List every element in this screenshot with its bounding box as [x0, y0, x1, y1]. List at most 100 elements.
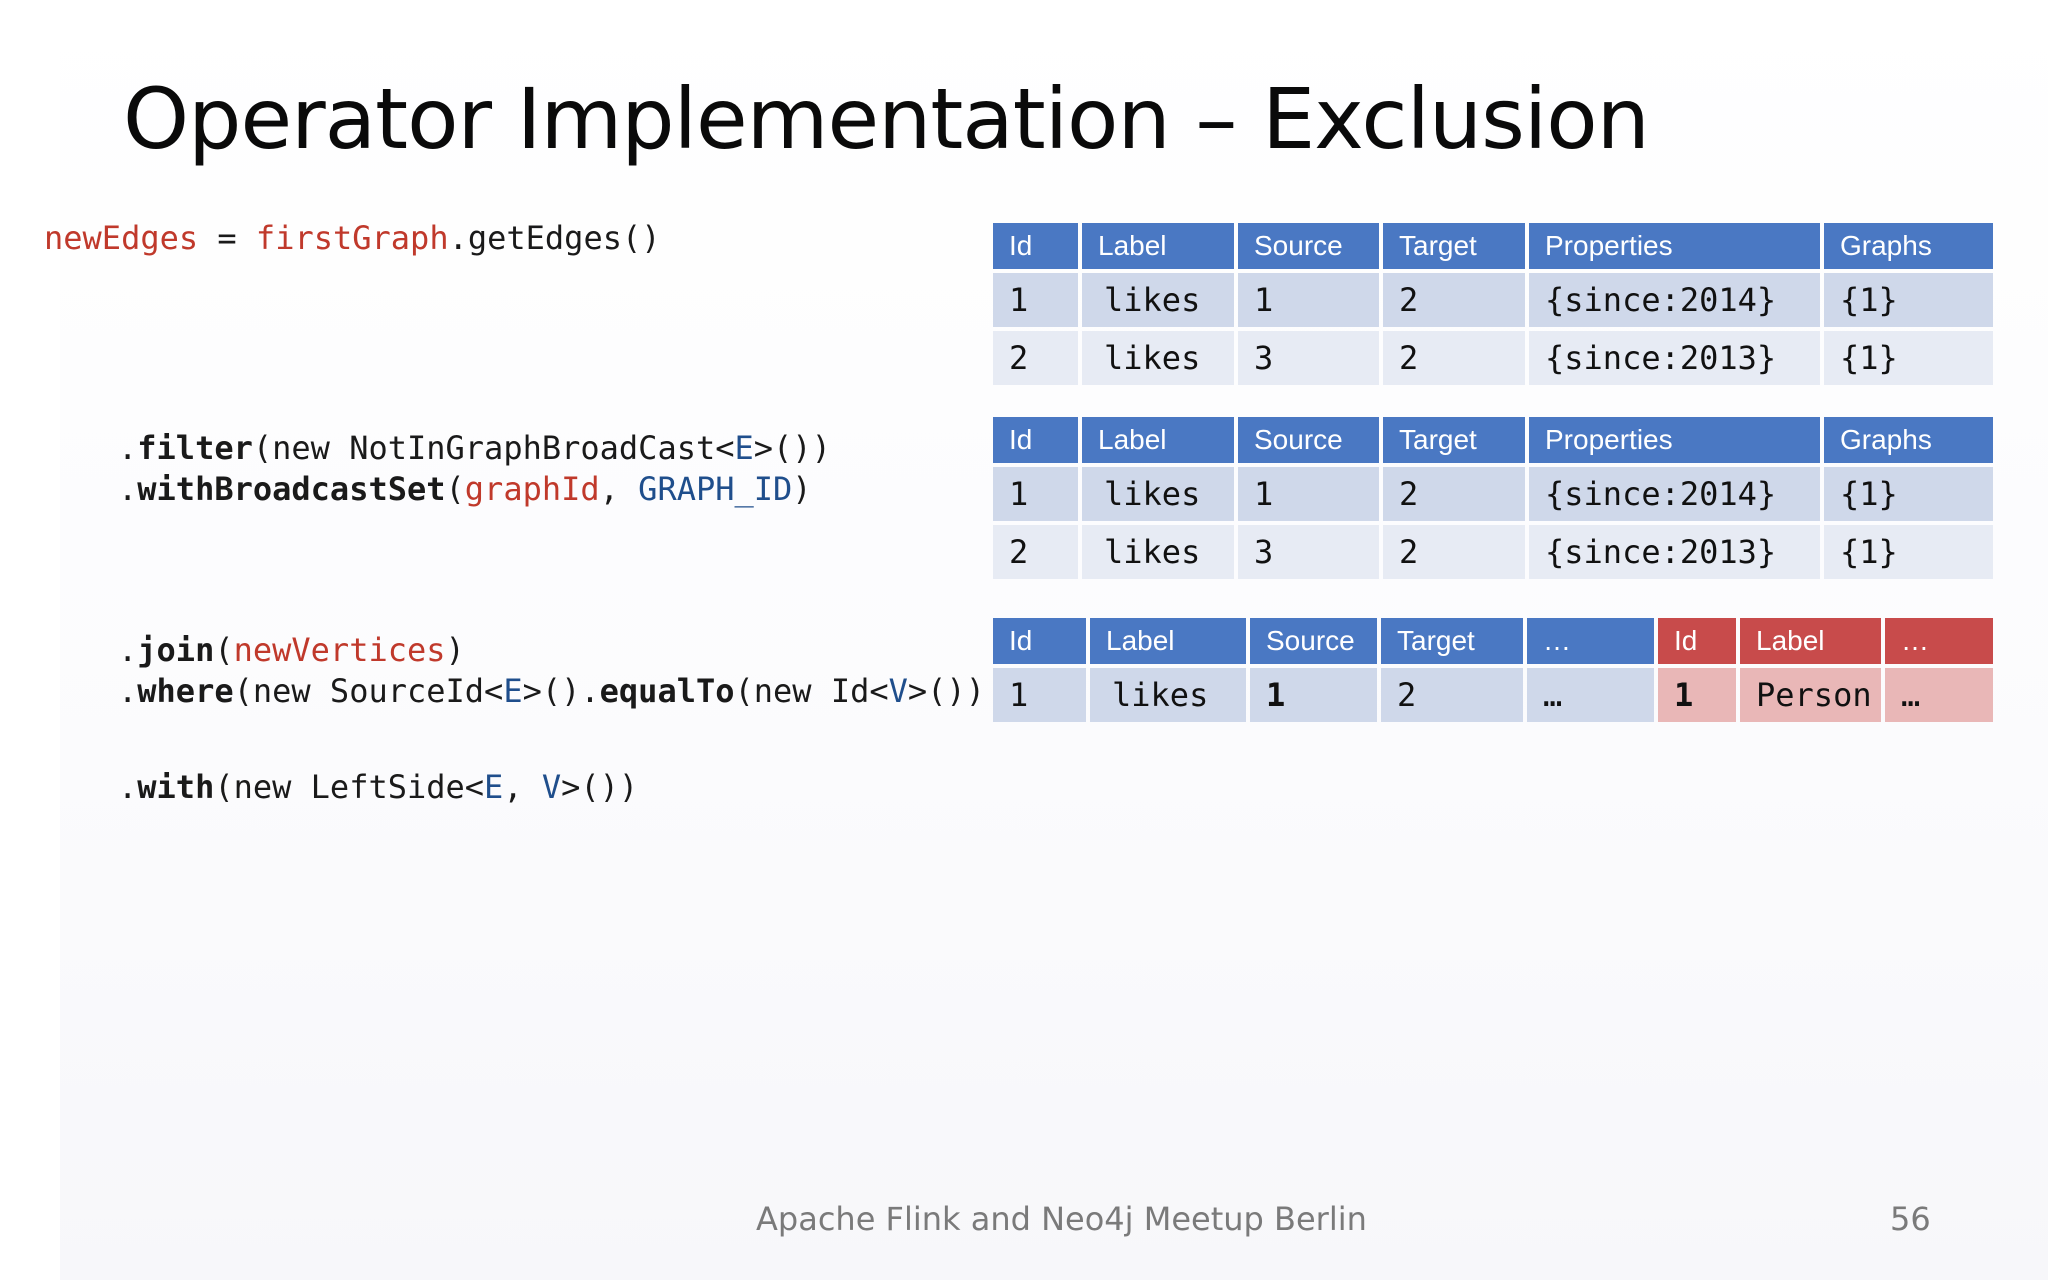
code-text: (new NotInGraphBroadCast<	[252, 429, 735, 467]
table-cell: {1}	[1824, 331, 1993, 385]
table-cell: 2	[1381, 668, 1523, 722]
table-cell: 1	[1238, 273, 1379, 327]
table-cell: likes	[1082, 525, 1234, 579]
code-text: (	[214, 631, 234, 669]
code-text: (new Id<	[734, 672, 889, 710]
table-row: 1 likes 1 2 {since:2014} {1}	[993, 467, 1993, 521]
code-arg-graph-id-const: GRAPH_ID	[638, 470, 793, 508]
table-header-row: Id Label Source Target Properties Graphs	[993, 417, 1993, 463]
code-text: )	[792, 470, 812, 508]
column-header: Graphs	[1824, 417, 1993, 463]
slide-title: Operator Implementation – Exclusion	[123, 70, 1650, 168]
column-header: Label	[1082, 417, 1234, 463]
joined-table: Id Label Source Target … Id Label … 1 li…	[989, 614, 1997, 726]
table-cell: …	[1885, 668, 1993, 722]
table-cell: {1}	[1824, 467, 1993, 521]
code-text: >())	[561, 768, 639, 806]
code-method-filter: filter	[137, 429, 253, 467]
code-line-where: .where(new SourceId<E>().equalTo(new Id<…	[118, 671, 985, 712]
code-dot: .	[118, 672, 138, 710]
table-cell: 1	[993, 467, 1078, 521]
code-type-e: E	[484, 768, 504, 806]
table-row: 2 likes 3 2 {since:2013} {1}	[993, 525, 1993, 579]
column-header: Target	[1383, 223, 1525, 269]
code-assign: =	[198, 219, 256, 257]
table-cell: 1	[993, 668, 1086, 722]
column-header-vertex: Id	[1658, 618, 1736, 664]
code-line-join: .join(newVertices)	[118, 630, 465, 671]
table-cell: 1	[993, 273, 1078, 327]
code-line-with: .with(new LeftSide<E, V>())	[118, 767, 638, 808]
table-cell: 2	[1383, 467, 1525, 521]
table-row: 1 likes 1 2 {since:2014} {1}	[993, 273, 1993, 327]
column-header: Graphs	[1824, 223, 1993, 269]
table-cell-join-key: 1	[1658, 668, 1736, 722]
code-type-e: E	[734, 429, 754, 467]
code-dot: .	[118, 768, 138, 806]
table-cell: 1	[1238, 467, 1379, 521]
code-var-newedges: newEdges	[44, 219, 199, 257]
code-method-with: with	[137, 768, 215, 806]
table-header-row: Id Label Source Target … Id Label …	[993, 618, 1993, 664]
table-cell: {since:2013}	[1529, 331, 1820, 385]
table-cell: likes	[1090, 668, 1246, 722]
code-method-where: where	[137, 672, 234, 710]
column-header: Id	[993, 417, 1078, 463]
column-header: …	[1527, 618, 1654, 664]
table-cell: 2	[993, 525, 1078, 579]
code-text: ,	[503, 768, 542, 806]
column-header: Properties	[1529, 417, 1820, 463]
code-method-equalto: equalTo	[599, 672, 735, 710]
table-cell: {since:2014}	[1529, 467, 1820, 521]
code-arg-graphid: graphId	[464, 470, 600, 508]
table-cell: {1}	[1824, 273, 1993, 327]
code-line-filter: .filter(new NotInGraphBroadCast<E>())	[118, 428, 831, 469]
column-header: Target	[1381, 618, 1523, 664]
table-cell: {since:2014}	[1529, 273, 1820, 327]
code-text: >().	[522, 672, 600, 710]
table-cell: …	[1527, 668, 1654, 722]
code-call-getedges: .getEdges()	[448, 219, 661, 257]
code-type-e: E	[503, 672, 523, 710]
slide-footer: Apache Flink and Neo4j Meetup Berlin	[756, 1200, 1367, 1238]
table-cell: likes	[1082, 467, 1234, 521]
table-cell: 3	[1238, 525, 1379, 579]
table-cell: 2	[1383, 331, 1525, 385]
table-cell: likes	[1082, 331, 1234, 385]
column-header: Properties	[1529, 223, 1820, 269]
code-line-get-edges: newEdges = firstGraph.getEdges()	[44, 218, 661, 259]
table-row: 1 likes 1 2 … 1 Person …	[993, 668, 1993, 722]
table-cell: 2	[1383, 525, 1525, 579]
column-header: Target	[1383, 417, 1525, 463]
column-header: Label	[1090, 618, 1246, 664]
table-row: 2 likes 3 2 {since:2013} {1}	[993, 331, 1993, 385]
code-arg-newvertices: newVertices	[233, 631, 446, 669]
edges-input-table: Id Label Source Target Properties Graphs…	[989, 219, 1997, 389]
table-cell: 2	[1383, 273, 1525, 327]
code-text: (new SourceId<	[233, 672, 504, 710]
edges-filtered-table: Id Label Source Target Properties Graphs…	[989, 413, 1997, 583]
column-header: Source	[1238, 223, 1379, 269]
table-cell: Person	[1740, 668, 1881, 722]
column-header: Id	[993, 223, 1078, 269]
column-header: Source	[1238, 417, 1379, 463]
table-cell-join-key: 1	[1250, 668, 1377, 722]
table-cell: 3	[1238, 331, 1379, 385]
column-header: Label	[1082, 223, 1234, 269]
table-cell: {1}	[1824, 525, 1993, 579]
page-number: 56	[1890, 1200, 1931, 1238]
code-type-v: V	[541, 768, 562, 806]
code-text: >())	[907, 672, 985, 710]
code-text: ,	[599, 470, 639, 508]
table-cell: 2	[993, 331, 1078, 385]
code-line-withbroadcastset: .withBroadcastSet(graphId, GRAPH_ID)	[118, 469, 812, 510]
code-method-withbroadcastset: withBroadcastSet	[137, 470, 446, 508]
code-method-join: join	[137, 631, 215, 669]
table-cell: likes	[1082, 273, 1234, 327]
table-cell: {since:2013}	[1529, 525, 1820, 579]
column-header-vertex: …	[1885, 618, 1993, 664]
code-dot: .	[118, 470, 138, 508]
code-dot: .	[118, 429, 138, 467]
code-var-firstgraph: firstGraph	[255, 219, 449, 257]
column-header-vertex: Label	[1740, 618, 1881, 664]
